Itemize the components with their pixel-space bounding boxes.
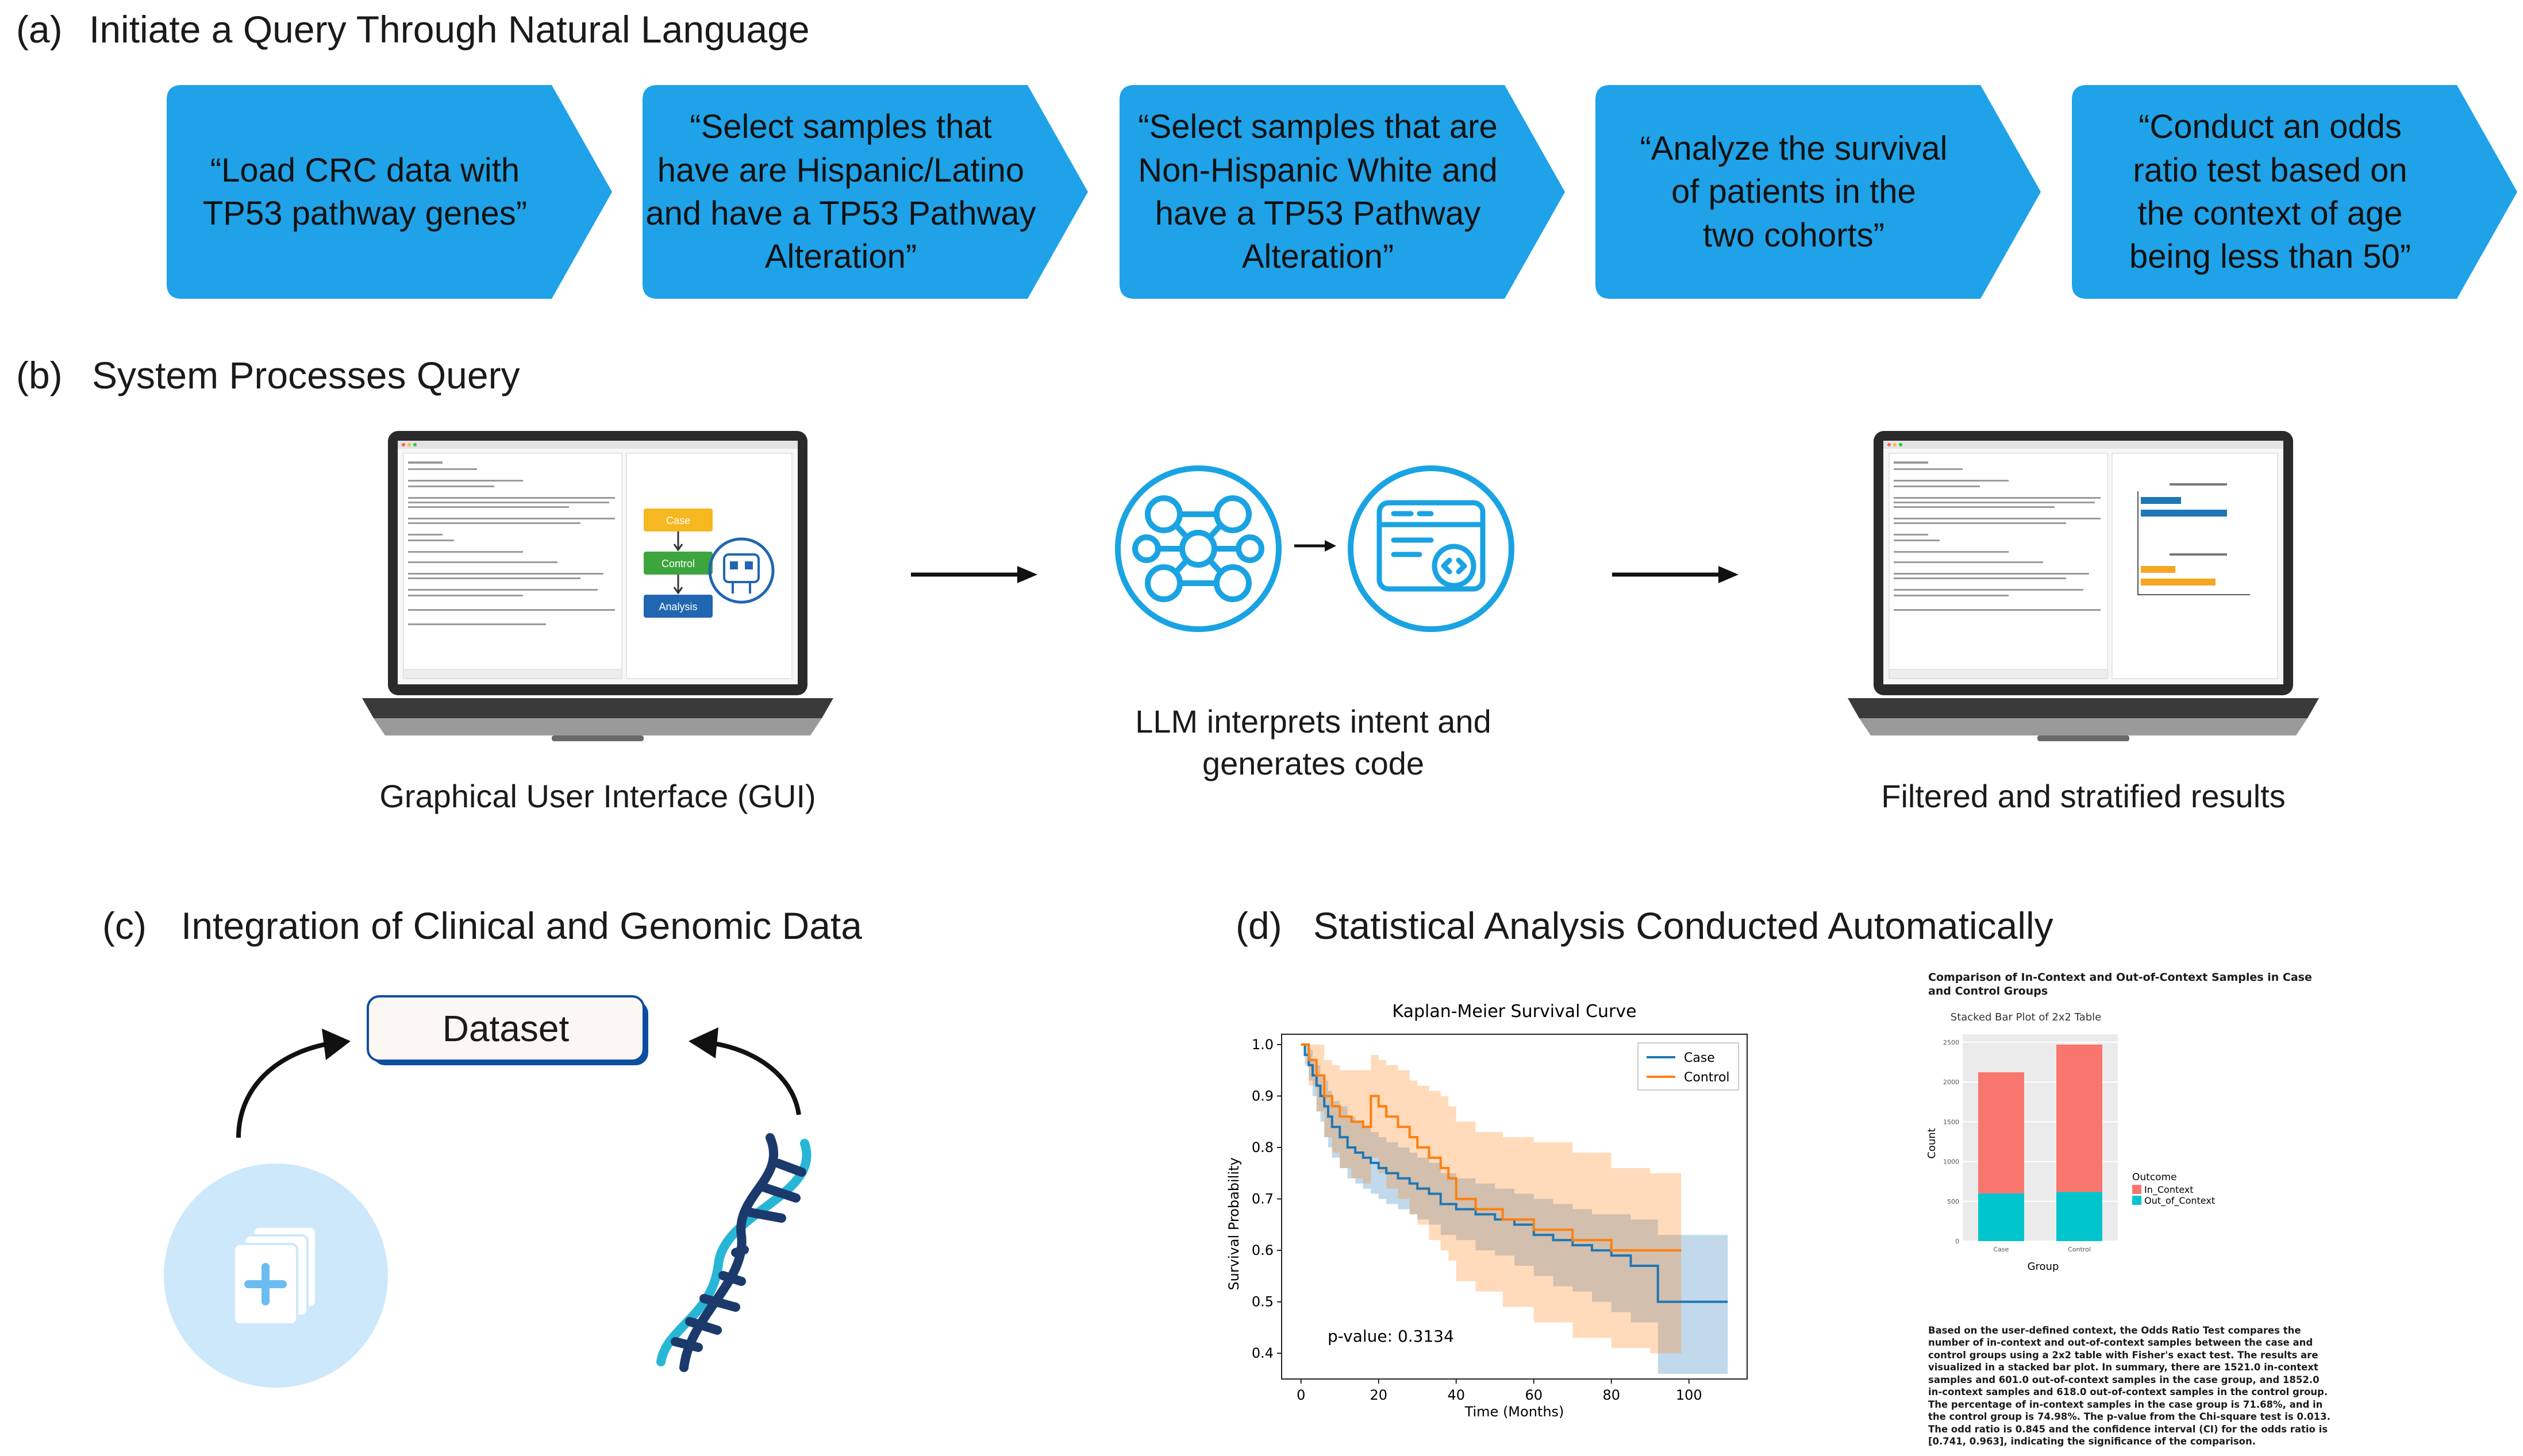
km-chart-title: Kaplan-Meier Survival Curve bbox=[1392, 1002, 1636, 1022]
legend-swatch-out-context bbox=[2132, 1196, 2141, 1205]
dataset-label: Dataset bbox=[442, 1008, 570, 1049]
query-chevron-3: “Select samples that are Non-Hispanic Wh… bbox=[1120, 85, 1565, 299]
bar-ytick-label: 500 bbox=[1947, 1198, 1959, 1205]
panel-c-label: (c) bbox=[102, 904, 147, 947]
panel-c-title: Integration of Clinical and Genomic Data bbox=[181, 904, 862, 947]
km-line-control bbox=[1301, 1043, 1682, 1252]
bar-chart-title: Comparison of In-Context and Out-of-Cont… bbox=[1928, 971, 2312, 997]
arrow-llm-to-results bbox=[1612, 566, 1739, 583]
panel-b-title: System Processes Query bbox=[92, 354, 520, 396]
query-text-2: “Select samples that have are Hispanic/L… bbox=[645, 108, 1036, 276]
kaplan-meier-chart: Kaplan-Meier Survival Curve 0 20 40 60 80 100… bbox=[1226, 1002, 1748, 1420]
code-window-icon bbox=[1348, 465, 1514, 632]
km-ytick-label: 0.6 bbox=[1252, 1242, 1274, 1258]
km-ytick-label: 0.7 bbox=[1252, 1191, 1274, 1207]
query-chevron-4: “Analyze the survival of patients in the… bbox=[1595, 85, 2041, 299]
km-ytick-label: 1.0 bbox=[1252, 1037, 1274, 1053]
km-xtick-label: 40 bbox=[1447, 1387, 1465, 1403]
km-pvalue: p-value: 0.3134 bbox=[1328, 1327, 1454, 1346]
query-chevron-2: “Select samples that have are Hispanic/L… bbox=[643, 85, 1088, 299]
km-ytick-label: 0.5 bbox=[1252, 1294, 1274, 1310]
panel-a-title: Initiate a Query Through Natural Languag… bbox=[89, 8, 810, 51]
stacked-bar-chart: Stacked Bar Plot of 2x2 Table 0 500 1000 15… bbox=[1922, 1000, 2336, 1287]
bar-out-context-control bbox=[2056, 1192, 2102, 1241]
odds-ratio-report: Comparison of In-Context and Out-of-Cont… bbox=[1922, 971, 2336, 1447]
legend-label-in-context: In_Context bbox=[2144, 1184, 2194, 1196]
panel-a-label: (a) bbox=[16, 8, 63, 51]
bar-in-context-control bbox=[2056, 1045, 2102, 1192]
dataset-box: Dataset bbox=[367, 995, 645, 1062]
km-ytick-label: 0.4 bbox=[1252, 1345, 1274, 1361]
bar-ytick-label: 2500 bbox=[1943, 1039, 1959, 1046]
results-caption: Filtered and stratified results bbox=[1881, 778, 2286, 814]
neural-network-icon bbox=[1115, 465, 1282, 632]
arrow-genomic-to-dataset bbox=[689, 1027, 801, 1115]
query-chevron-5: “Conduct an odds ratio test based on the… bbox=[2072, 85, 2517, 299]
km-legend-label: Case bbox=[1684, 1051, 1715, 1065]
query-text-4: “Analyze the survival of patients in the… bbox=[1640, 129, 1948, 254]
km-xtick-label: 80 bbox=[1602, 1387, 1620, 1403]
km-ci-band-control bbox=[1301, 1044, 1682, 1354]
panel-d-label: (d) bbox=[1236, 904, 1282, 947]
bar-out-context-case bbox=[1978, 1193, 2024, 1241]
query-text-5: “Conduct an odds ratio test based on the… bbox=[2129, 108, 2412, 276]
clinical-data-icon bbox=[164, 1164, 388, 1388]
llm-caption: LLM interprets intent and generates code bbox=[1135, 703, 1491, 781]
bar-ytick-label: 2000 bbox=[1943, 1078, 1959, 1086]
arrow-small-llm bbox=[1294, 540, 1336, 552]
results-laptop-illustration bbox=[1848, 431, 2319, 741]
km-xtick-label: 60 bbox=[1525, 1387, 1543, 1403]
bar-chart-ylabel: Count bbox=[1926, 1128, 1938, 1158]
legend-label-out-context: Out_of_Context bbox=[2144, 1195, 2215, 1207]
km-ylabel: Survival Probability bbox=[1226, 1157, 1242, 1290]
bar-chart-subtitle: Stacked Bar Plot of 2x2 Table bbox=[1951, 1011, 2101, 1023]
km-xtick-label: 100 bbox=[1676, 1387, 1702, 1403]
km-ytick-label: 0.9 bbox=[1252, 1088, 1274, 1104]
bar-legend-title: Outcome bbox=[2132, 1172, 2177, 1183]
odds-ratio-summary: Based on the user-defined context, the O… bbox=[1928, 1325, 2330, 1447]
km-xlabel: Time (Months) bbox=[1464, 1404, 1564, 1420]
gui-caption: Graphical User Interface (GUI) bbox=[379, 778, 816, 814]
laptop-keyboard-base bbox=[362, 698, 833, 718]
flow-box-control: Control bbox=[661, 558, 695, 569]
km-ytick-label: 0.8 bbox=[1252, 1139, 1274, 1155]
km-legend-label: Control bbox=[1684, 1070, 1730, 1085]
km-xtick-label: 0 bbox=[1297, 1387, 1305, 1403]
km-xtick-label: 20 bbox=[1370, 1387, 1387, 1403]
km-axes-frame bbox=[1281, 1034, 1748, 1380]
panel-d-title: Statistical Analysis Conducted Automatic… bbox=[1313, 904, 2053, 947]
flow-box-case: Case bbox=[666, 515, 690, 526]
robot-icon bbox=[708, 537, 775, 604]
bar-chart-xlabel: Group bbox=[2028, 1261, 2059, 1273]
km-line-case bbox=[1301, 1043, 1728, 1303]
gui-laptop-illustration: Case Control Analysis bbox=[362, 431, 833, 741]
bar-ytick-label: 1500 bbox=[1943, 1118, 1959, 1126]
arrow-gui-to-llm bbox=[911, 566, 1037, 583]
bar-xtick-label: Control bbox=[2068, 1246, 2091, 1253]
bar-xtick-label: Case bbox=[1994, 1246, 2009, 1253]
dna-icon bbox=[656, 1133, 811, 1372]
query-text-3: “Select samples that are Non-Hispanic Wh… bbox=[1138, 108, 1498, 276]
query-chevron-1: “Load CRC data with TP53 pathway genes” bbox=[167, 85, 612, 299]
query-text-1: “Load CRC data with TP53 pathway genes” bbox=[202, 151, 528, 232]
bar-in-context-case bbox=[1978, 1072, 2024, 1193]
arrow-clinical-to-dataset bbox=[236, 1029, 351, 1138]
legend-swatch-in-context bbox=[2132, 1185, 2141, 1194]
bar-ytick-label: 1000 bbox=[1943, 1158, 1959, 1166]
flow-box-analysis: Analysis bbox=[659, 601, 697, 613]
panel-b-label: (b) bbox=[16, 354, 63, 396]
km-ci-band-case bbox=[1301, 1044, 1728, 1374]
bar-ytick-label: 0 bbox=[1955, 1238, 1959, 1245]
